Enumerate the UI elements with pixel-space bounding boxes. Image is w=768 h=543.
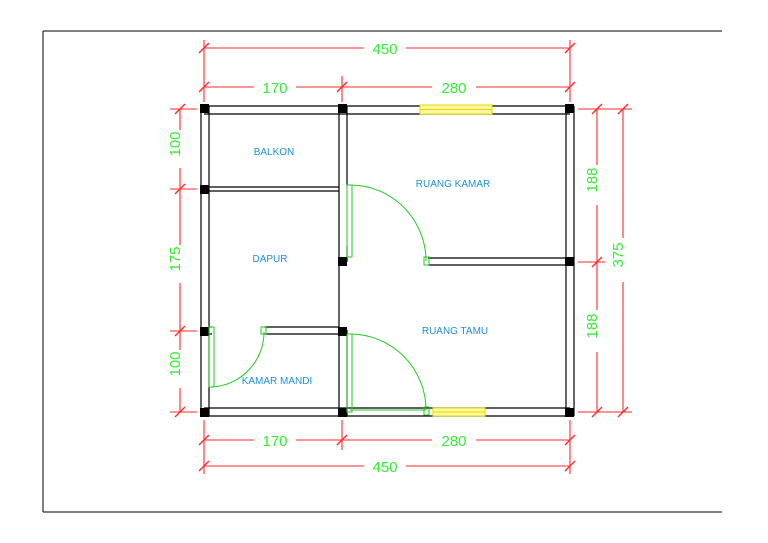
dim-left-middle: 175 <box>167 246 184 271</box>
dim-bottom-left: 170 <box>262 433 287 450</box>
columns <box>200 104 574 417</box>
room-label-ruang-kamar: RUANG KAMAR <box>416 179 490 190</box>
dim-right-total: 375 <box>610 242 627 267</box>
door-kamar-mandi <box>208 326 267 388</box>
room-label-dapur: DAPUR <box>252 254 287 265</box>
dim-left-top: 100 <box>167 131 184 156</box>
dim-top-right: 280 <box>441 80 466 97</box>
room-label-ruang-tamu: RUANG TAMU <box>422 326 488 337</box>
dim-top-total: 450 <box>372 41 397 58</box>
room-label-kamar-mandi: KAMAR MANDI <box>242 376 313 387</box>
dimension-lines <box>170 40 632 474</box>
window-top <box>419 104 493 115</box>
door-ruang-tamu <box>346 333 430 416</box>
drawing-frame <box>42 30 722 513</box>
window-bottom <box>432 407 486 417</box>
dim-bottom-total: 450 <box>372 459 397 476</box>
dim-top-left: 170 <box>262 80 287 97</box>
door-ruang-kamar <box>346 184 430 266</box>
dim-right-top: 188 <box>584 167 601 192</box>
dim-bottom-right: 280 <box>441 433 466 450</box>
room-label-balkon: BALKON <box>254 147 295 158</box>
dim-right-bottom: 188 <box>584 313 601 338</box>
dim-left-bottom: 100 <box>167 351 184 376</box>
